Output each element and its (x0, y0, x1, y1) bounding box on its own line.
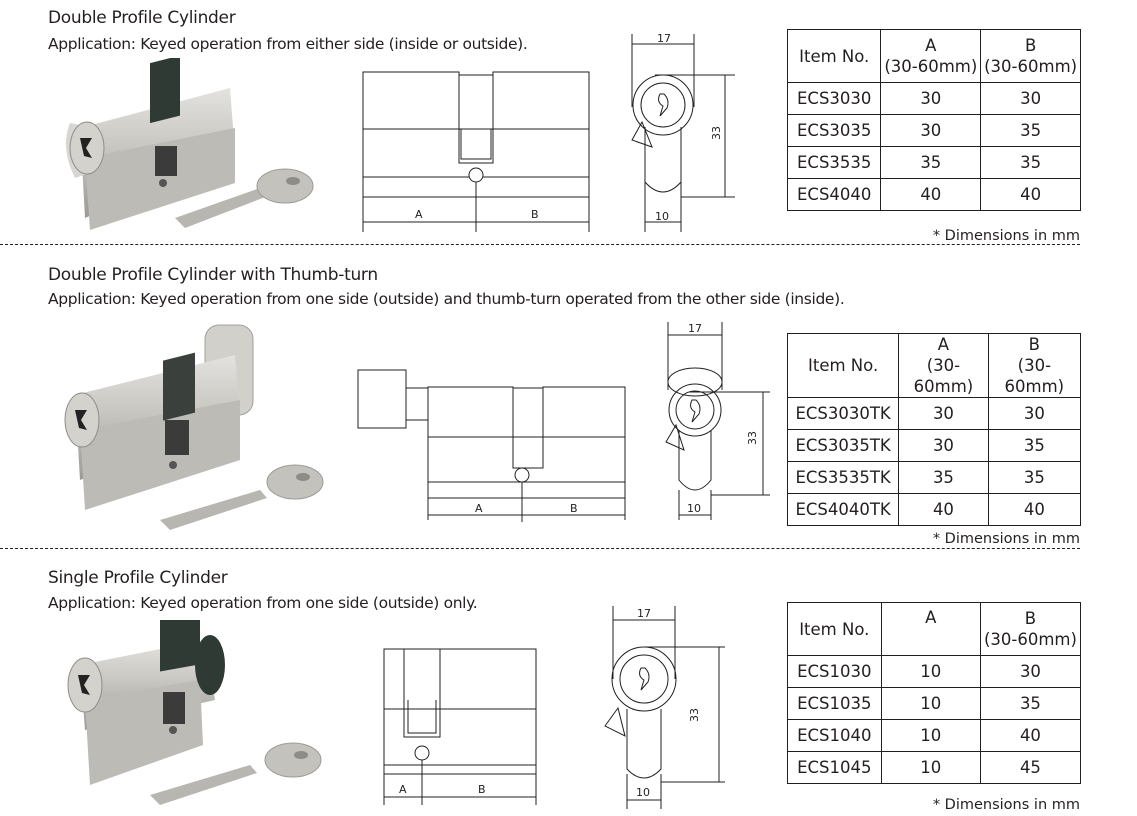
front-profile-drawing: 17 10 33 (665, 322, 770, 520)
section-divider (0, 548, 1080, 549)
header-a: A (880, 602, 981, 656)
header-a: A(30-60mm) (898, 333, 989, 398)
section-double-profile-cylinder: Double Profile Cylinder Application: Key… (0, 0, 1137, 250)
header-item-no: Item No. (786, 29, 882, 83)
section-application: Application: Keyed operation from one si… (48, 594, 478, 612)
section-title: Single Profile Cylinder (48, 568, 228, 588)
header-a: A(30-60mm) (880, 29, 982, 83)
thumbturn-cylinder-with-key-photo (64, 324, 324, 530)
section-title: Double Profile Cylinder with Thumb-turn (48, 265, 378, 285)
dim-b-label: B (531, 208, 539, 221)
section-application: Application: Keyed operation from one si… (48, 290, 845, 308)
section-title: Double Profile Cylinder (48, 8, 236, 28)
dim-10-label: 10 (655, 210, 669, 223)
dim-a-label: A (475, 502, 483, 515)
section-divider (0, 244, 1080, 245)
header-b: B(30-60mm) (979, 602, 1082, 656)
dim-b-label: B (570, 502, 578, 515)
dim-a-label: A (415, 208, 423, 221)
double-cylinder-with-key-photo (66, 58, 314, 230)
header-b: B(30-60mm) (987, 333, 1082, 398)
section-thumbturn-cylinder: Double Profile Cylinder with Thumb-turn … (0, 265, 1082, 549)
front-profile-drawing: 17 10 33 (631, 32, 735, 232)
single-cylinder-with-key-photo (67, 620, 322, 805)
dim-b-label: B (478, 783, 486, 796)
spec-table: Item No. A(30-60mm) B(30-60mm) ECS3030TK… (786, 333, 1082, 526)
header-b: B(30-60mm) (980, 29, 1081, 83)
dim-33-label: 33 (710, 126, 723, 140)
side-view-drawing: A B (383, 648, 537, 805)
dim-10-label: 10 (636, 786, 650, 799)
side-view-drawing: A B (357, 369, 626, 522)
dim-10-label: 10 (687, 502, 701, 515)
section-application: Application: Keyed operation from either… (48, 35, 528, 53)
dimensions-note: * Dimensions in mm (932, 228, 1080, 244)
dim-a-label: A (399, 783, 407, 796)
front-profile-drawing: 17 10 33 (604, 606, 725, 809)
dim-33-label: 33 (746, 431, 759, 445)
dim-17-label: 17 (637, 607, 651, 620)
dim-33-label: 33 (688, 708, 701, 722)
dim-17-label: 17 (657, 32, 671, 45)
table-header-row: Item No. A(30-60mm) B(30-60mm) (786, 29, 1081, 83)
dimensions-note: * Dimensions in mm (932, 531, 1080, 547)
table-header-row: Item No. A B(30-60mm) (787, 602, 1082, 656)
side-view-drawing: A B (362, 71, 590, 232)
header-item-no: Item No. (787, 602, 882, 656)
dim-17-label: 17 (688, 322, 702, 335)
dimensions-note: * Dimensions in mm (932, 797, 1080, 813)
